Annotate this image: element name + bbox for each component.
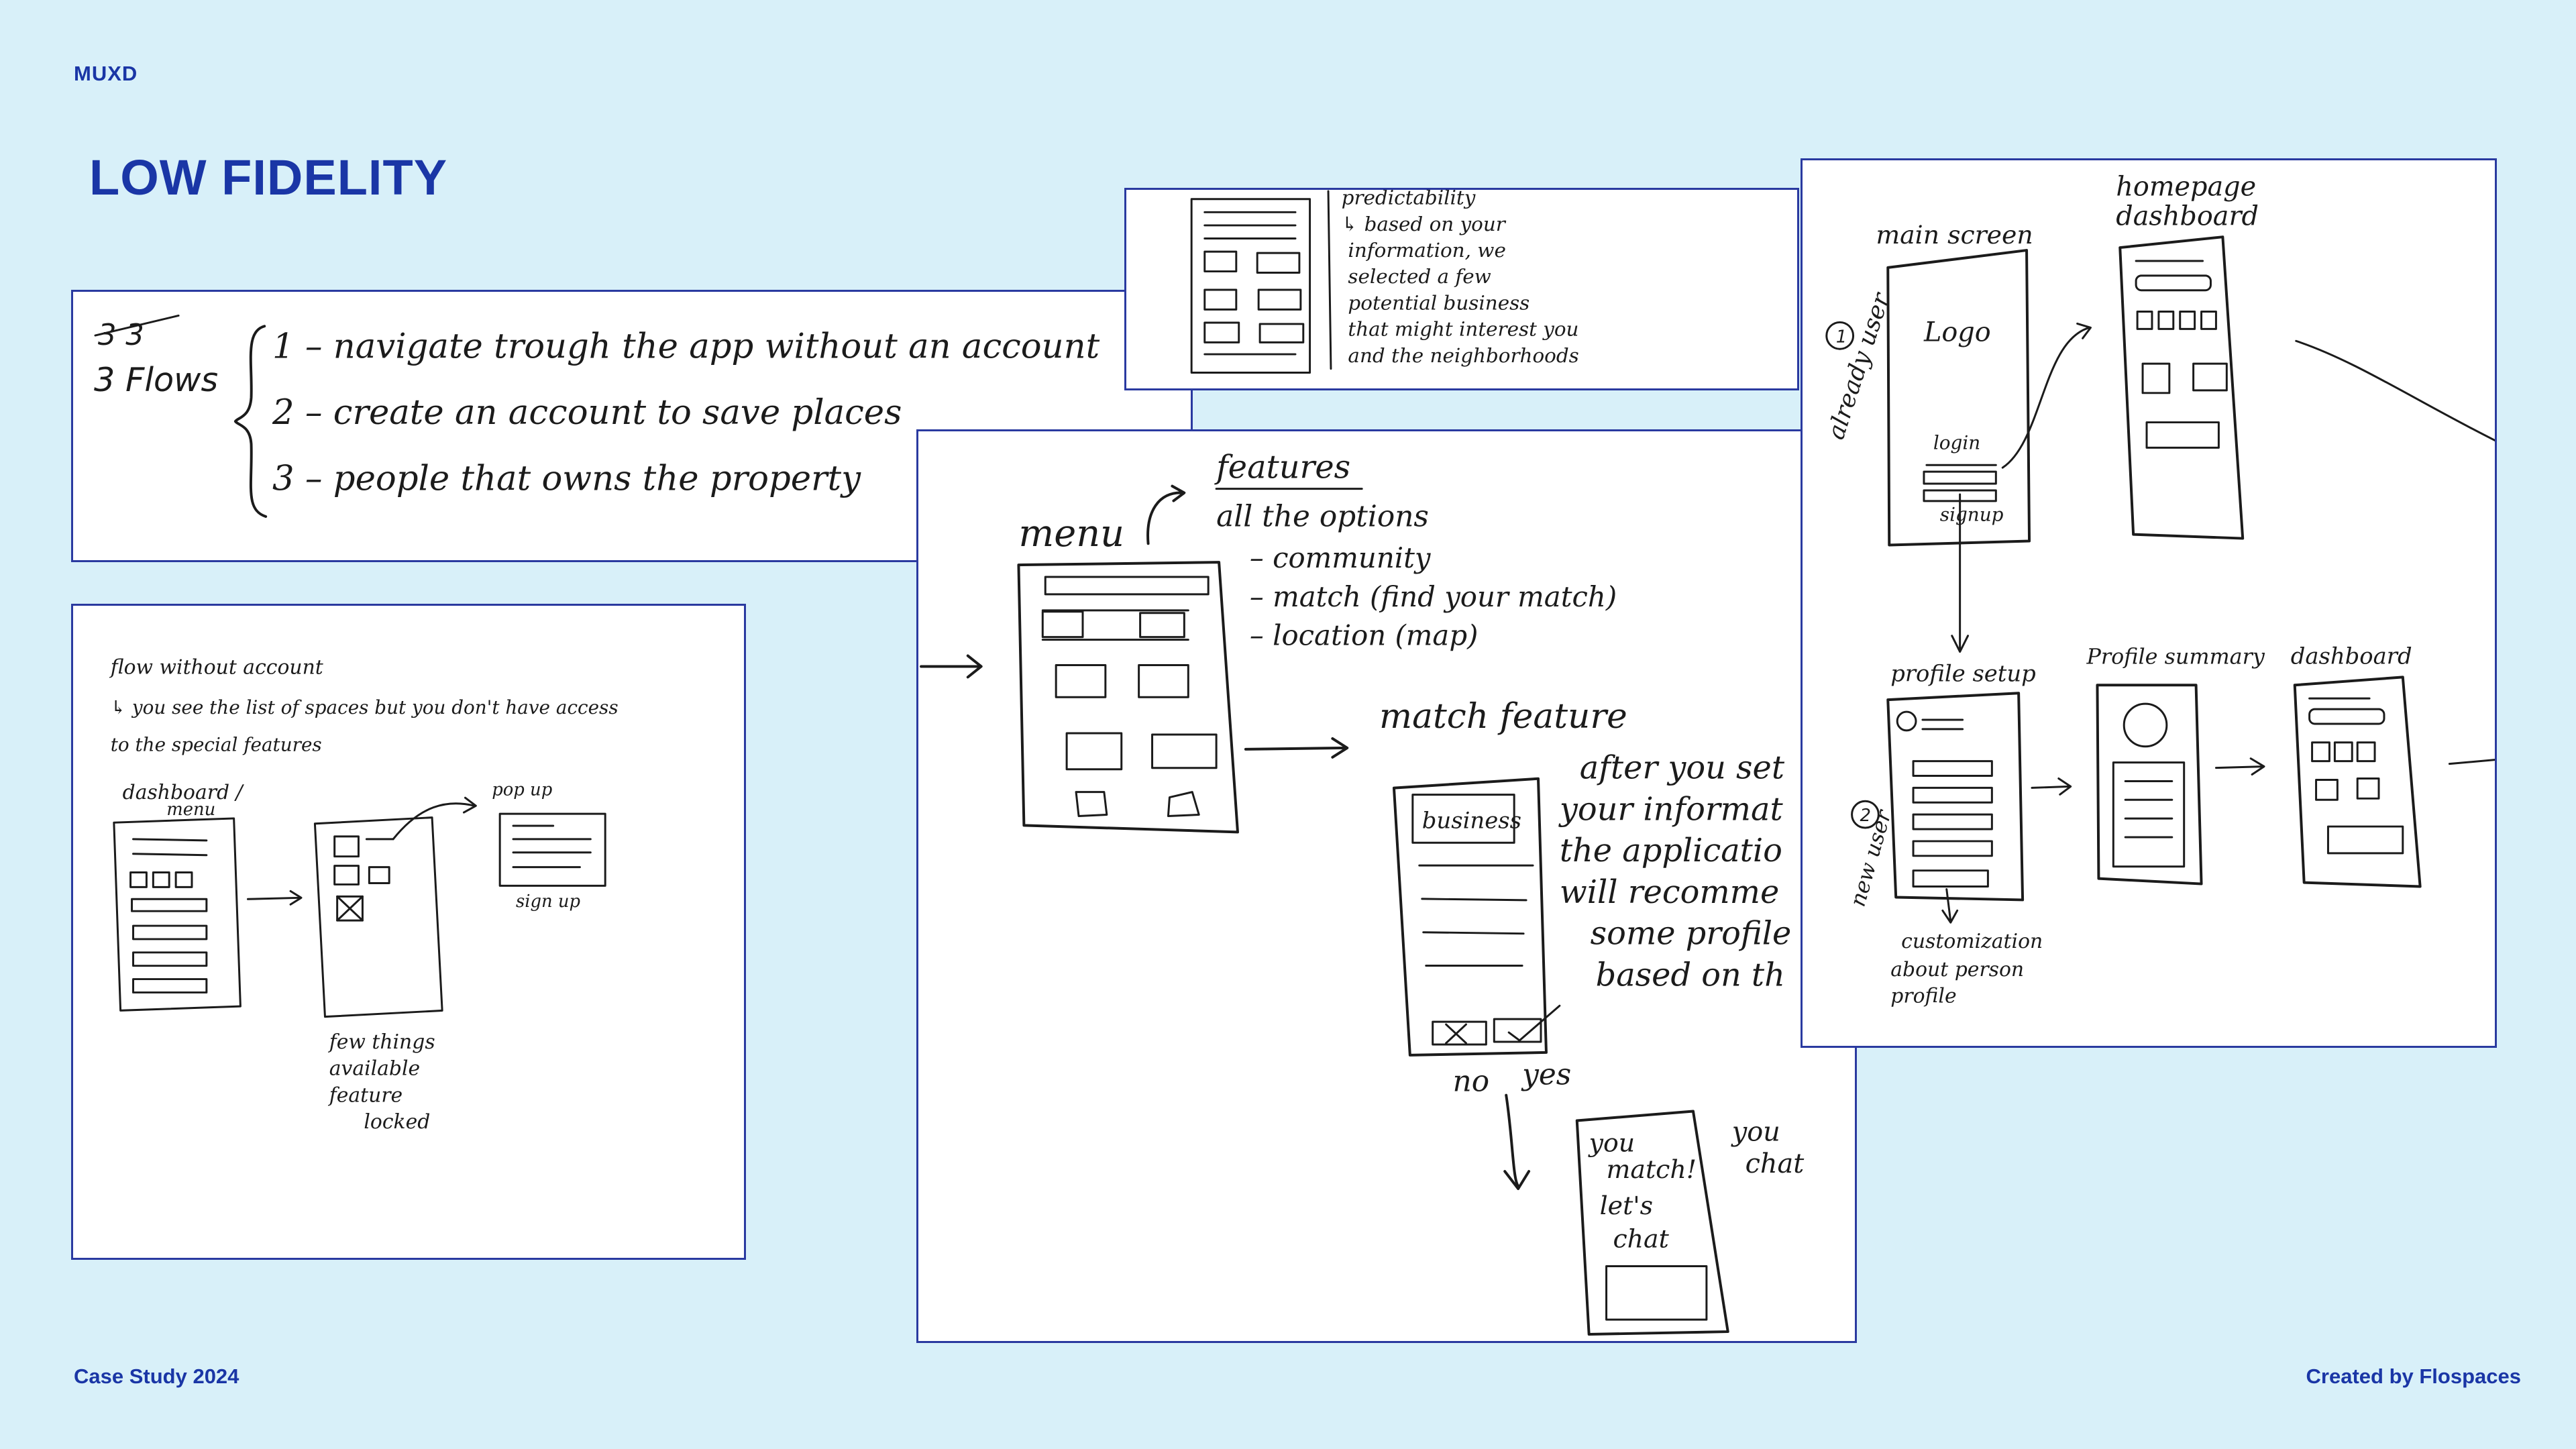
match-desc-4: will recomme [1560, 874, 1779, 911]
homepage-label-1: homepage [2116, 172, 2256, 203]
match-desc-1: after you set [1580, 750, 1785, 787]
locked-note-1: few things [328, 1030, 435, 1054]
match-desc-2: your informat [1558, 791, 1784, 828]
flows-label: 3 Flows [94, 360, 218, 399]
locked-note-4: locked [364, 1110, 430, 1134]
main-screen-label: main screen [1876, 220, 2033, 250]
match-wireframe: business [1394, 779, 1560, 1055]
locked-note-2: available [329, 1057, 420, 1081]
dash-label-2: menu [166, 800, 215, 820]
sketch-predictability-panel: predictability ↳ based on your informati… [1124, 188, 1799, 390]
already-user-label: already user [1822, 288, 1896, 443]
dashboard-label: dashboard [2291, 643, 2412, 669]
features-wireframe [315, 818, 442, 1017]
predict-line-6: that might interest you [1348, 318, 1578, 341]
brand-label: MUXD [74, 62, 138, 86]
match-msg-1: you [1588, 1128, 1635, 1157]
match-arrow [1246, 739, 1347, 757]
struck-text: 3 3 [98, 319, 144, 352]
match-desc-6: based on th [1596, 957, 1785, 994]
match-msg-3: let's [1600, 1191, 1654, 1220]
customization-line-3: profile [1890, 985, 1956, 1008]
predict-line-4: selected a few [1348, 265, 1491, 288]
yes-label: yes [1521, 1058, 1571, 1092]
match-msg-4: chat [1613, 1224, 1670, 1254]
step-1-num: 1 [1836, 327, 1847, 347]
yes-arrow [1505, 1095, 1529, 1189]
profile-summary-wireframe [2097, 685, 2201, 883]
login-arrow [2002, 323, 2090, 468]
flow-item-1: 1 – navigate trough the app without an a… [272, 327, 1100, 367]
profile-setup-wireframe [1888, 693, 2023, 900]
homepage-label-2: dashboard [2116, 201, 2259, 231]
signup-label: sign up [516, 892, 580, 912]
brace [235, 326, 266, 517]
list-wireframe [1191, 191, 1331, 373]
predict-line-5: potential business [1348, 291, 1529, 314]
page-title: LOW FIDELITY [89, 149, 447, 206]
signup-label-2: signup [1940, 504, 2004, 526]
note-line-1: flow without account [109, 655, 324, 679]
option-community: – community [1250, 541, 1432, 574]
option-match: – match (find your match) [1250, 580, 1617, 613]
business-label: business [1422, 807, 1521, 833]
profile-arrow [2032, 778, 2071, 794]
match-feature-label: match feature [1379, 696, 1627, 737]
note-line-2: ↳ you see the list of spaces but you don… [111, 696, 619, 718]
sketch-features-panel: menu features all the options – communit… [916, 429, 1857, 1343]
connector-line [2296, 341, 2495, 441]
match-msg-2: match! [1607, 1155, 1697, 1184]
homepage-wireframe [2120, 237, 2243, 538]
customization-arrow [1943, 890, 1957, 923]
sketch-screens-panel: main screen homepage dashboard Logo logi… [1801, 158, 2497, 1048]
note-line-3: to the special features [111, 734, 322, 756]
flow-item-3: 3 – people that owns the property [272, 459, 861, 499]
locked-note-3: feature [328, 1083, 402, 1107]
login-label: login [1933, 431, 1980, 453]
you-chat-1: you [1731, 1116, 1780, 1147]
popup-label: pop up [492, 780, 552, 800]
popup-wireframe [500, 814, 605, 885]
match-desc-3: the applicatio [1560, 833, 1782, 869]
menu-arrow [1148, 486, 1184, 544]
flow-item-2: 2 – create an account to save places [272, 392, 902, 433]
summary-arrow [2216, 759, 2264, 775]
option-location: – location (map) [1250, 619, 1479, 652]
predict-line-1: predictability [1342, 190, 1476, 209]
no-label: no [1453, 1065, 1490, 1099]
customization-line-1: customization [1901, 930, 2043, 953]
menu-label: menu [1018, 512, 1124, 555]
predict-line-2: ↳ based on your [1342, 213, 1507, 235]
dashboard-wireframe-2 [2295, 677, 2420, 886]
predict-line-3: information, we [1348, 239, 1505, 262]
profile-setup-label: profile setup [1890, 660, 2036, 686]
arrow-1 [248, 891, 301, 904]
all-options: all the options [1216, 499, 1429, 533]
match-desc-5: some profile [1591, 916, 1792, 953]
profile-summary-label: Profile summary [2086, 643, 2265, 669]
customization-line-2: about person [1890, 958, 2024, 981]
exit-line [2449, 760, 2495, 764]
sketch-no-account-panel: flow without account ↳ you see the list … [71, 604, 746, 1260]
menu-wireframe [1018, 562, 1238, 832]
predict-line-7: and the neighborhoods [1348, 344, 1578, 367]
new-user-label: new user [1845, 806, 1897, 910]
dashboard-wireframe [114, 818, 241, 1010]
footer-credit: Created by Flospaces [2306, 1364, 2521, 1389]
you-chat-2: chat [1746, 1148, 1805, 1179]
logo-label: Logo [1923, 317, 1991, 347]
features-label: features [1214, 449, 1350, 486]
main-screen-wireframe [1888, 250, 2029, 545]
footer-case-study: Case Study 2024 [74, 1364, 239, 1389]
entry-arrow [921, 656, 981, 678]
